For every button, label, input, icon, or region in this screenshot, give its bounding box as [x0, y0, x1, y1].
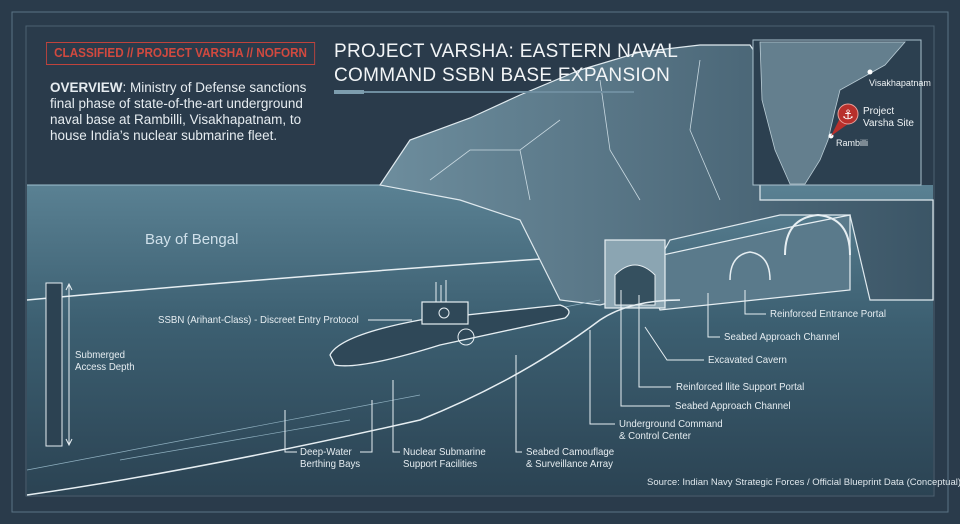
depth-ruler: [45, 282, 63, 447]
camo-line-2: & Surveillance Array: [526, 458, 613, 471]
title-line-2: COMMAND SSBN BASE EXPANSION: [334, 65, 671, 87]
depth-label-1: Submerged: [75, 349, 125, 361]
callout-approach-channel-b: Seabed Approach Channel: [724, 331, 840, 343]
callout-command-center: Underground Command& Control Center: [619, 418, 723, 442]
title-line-1: PROJECT VARSHA: EASTERN NAVAL: [334, 41, 679, 62]
map-label-rambilli: Rambilli: [836, 138, 869, 148]
support-line-1: Nuclear Submarine: [403, 446, 486, 458]
overview-body: : Ministry of Defense sanctions final ph…: [50, 80, 307, 143]
site-line-2: Varsha Site: [863, 117, 914, 129]
callout-llite-support-portal: Reinforced llite Support Portal: [676, 381, 805, 393]
callout-entrance-portal: Reinforced Entrance Portal: [770, 308, 886, 320]
sail: [421, 301, 469, 325]
overview-label: OVERVIEW: [50, 80, 123, 95]
title-underline: [334, 91, 634, 93]
command-line-2: & Control Center: [619, 430, 691, 443]
seabed-channel: [26, 299, 681, 496]
callout-approach-channel-a: Seabed Approach Channel: [675, 400, 791, 412]
callout-ssbn: SSBN (Arihant-Class) - Discreet Entry Pr…: [158, 314, 359, 326]
callout-camouflage-array: Seabed Camouflage& Surveillance Array: [526, 446, 614, 470]
svg-text:⚓: ⚓: [842, 108, 854, 123]
site-line-1: Project: [863, 106, 895, 117]
inner-frame: [25, 25, 935, 497]
sea-surface-line: [26, 254, 601, 301]
sea-label: Bay of Bengal: [145, 231, 239, 248]
india-landmass: [759, 41, 906, 185]
emblem-icon: [457, 328, 475, 346]
callout-excavated-cavern: Excavated Cavern: [708, 354, 787, 366]
map-label-visakhapatnam: Visakhapatnam: [869, 78, 931, 88]
camo-line-1: Seabed Camouflage: [526, 446, 615, 458]
classification-banner: CLASSIFIED // PROJECT VARSHA // NOFORN: [46, 42, 316, 65]
title-underline-accent: [334, 90, 364, 94]
support-line-2: Support Facilities: [403, 458, 478, 471]
command-line-1: Underground Command: [619, 418, 723, 430]
anchor-icon: [837, 103, 859, 125]
depth-label-2: Access Depth: [75, 361, 135, 374]
inner-portal-arch: [784, 213, 851, 256]
callout-lines: [284, 290, 766, 453]
page-title: PROJECT VARSHA: EASTERN NAVAL COMMAND SS…: [334, 40, 678, 89]
ssbn-submarine: [329, 280, 570, 367]
berthing-line-1: Deep-Water: [300, 446, 352, 458]
map-inset: ⚓: [752, 39, 922, 186]
radiation-icon: [438, 307, 450, 319]
berthing-line-2: Berthing Bays: [300, 458, 361, 471]
outer-frame: [11, 11, 949, 513]
coastal-cliffs: [378, 44, 934, 306]
source-note: Source: Indian Navy Strategic Forces / O…: [647, 477, 960, 488]
overview-text: OVERVIEW: Ministry of Defense sanctions …: [50, 80, 320, 144]
